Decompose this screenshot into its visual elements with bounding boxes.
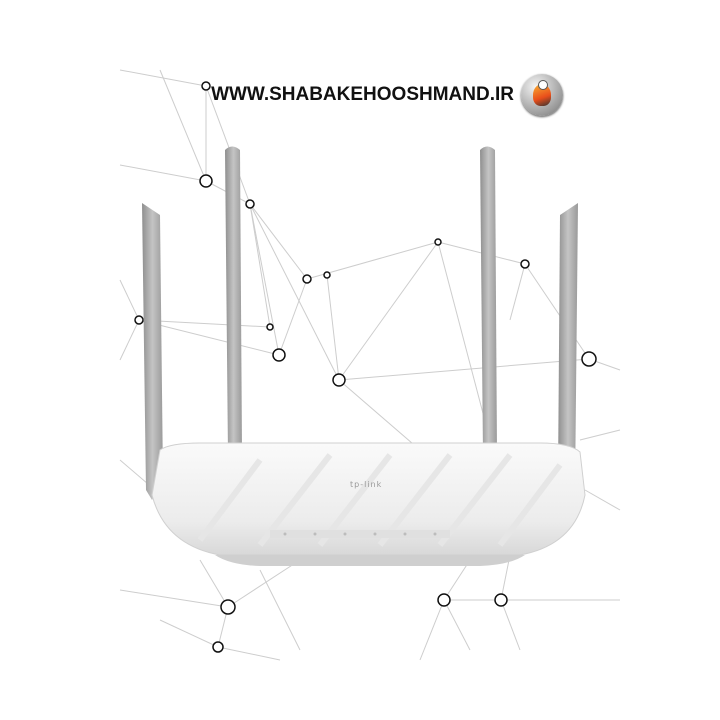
led-strip [270, 530, 450, 538]
network-nodes [134, 81, 597, 653]
brand-label: tp-link [350, 480, 383, 489]
router [142, 146, 586, 566]
body-pattern [197, 453, 563, 547]
antenna-left-inner [225, 146, 242, 455]
router-body [151, 442, 586, 556]
shabakehooshmand-logo-icon [521, 74, 563, 116]
watermark-text: WWW.SHABAKEHOOSHMAND.IR [211, 84, 514, 105]
router-base [215, 555, 525, 566]
antenna-right-outer [558, 203, 578, 500]
antenna-left-outer [142, 203, 163, 500]
antenna-right-inner [480, 146, 497, 455]
led-indicators [283, 532, 437, 536]
network-lines [119, 69, 621, 661]
